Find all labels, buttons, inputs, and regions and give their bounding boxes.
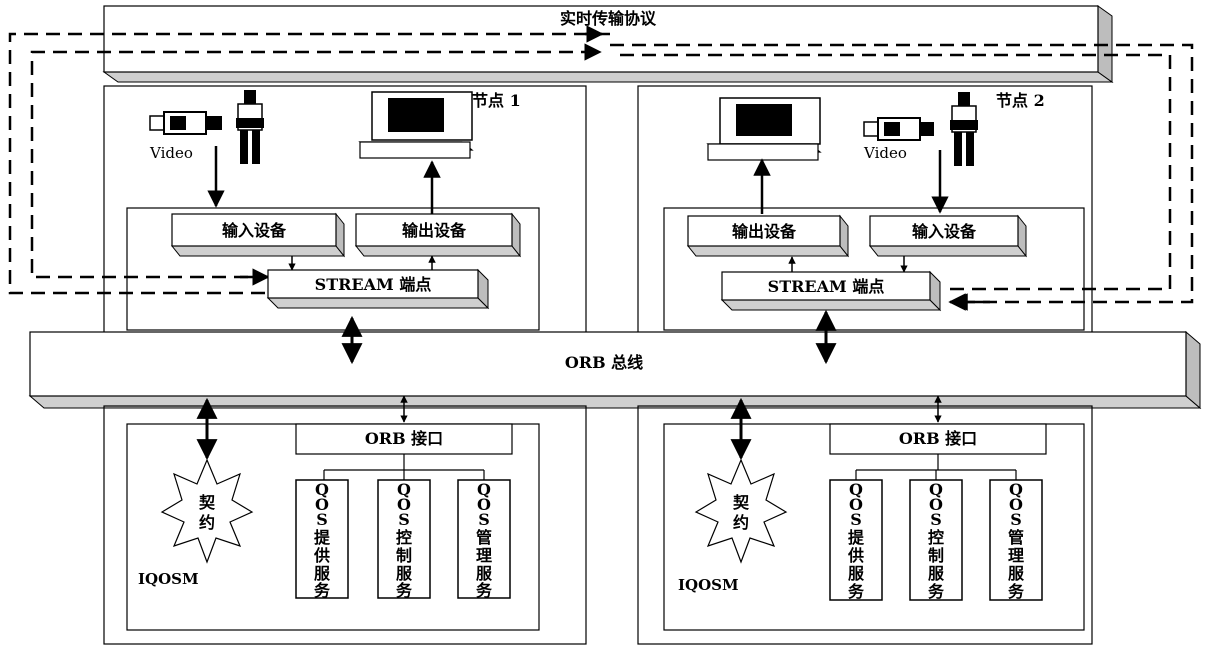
service-char: 管 <box>476 528 492 547</box>
service-char: 服 <box>1008 564 1025 583</box>
contract-star-icon: 契 约 <box>162 460 252 562</box>
node1-input-device-label: 输入设备 <box>222 221 287 240</box>
service-char: 理 <box>1008 546 1024 565</box>
person-icon <box>950 92 978 166</box>
service-char: 务 <box>928 582 945 601</box>
service-char: 务 <box>1008 582 1025 601</box>
node2-input-device-label: 输入设备 <box>912 222 977 241</box>
node2-stream-endpoint: STREAM 端点 <box>722 272 940 310</box>
iqosm1-contract-char-2: 约 <box>199 513 215 532</box>
iqosm2-label: IQOSM <box>678 576 739 594</box>
service-char: 理 <box>476 546 492 565</box>
iqosm2-service-manage: Q O S 管 理 服 务 <box>990 480 1042 601</box>
iqosm2-service-control: Q O S 控 制 服 务 <box>910 480 962 601</box>
orb-bus: ORB 总线 <box>30 332 1200 408</box>
node2-title: 节点 2 <box>996 91 1045 110</box>
node2-input-device: 输入设备 <box>870 216 1026 256</box>
iqosm1-service-control: Q O S 控 制 服 务 <box>378 480 430 600</box>
node2-rtp-out-path <box>610 45 1192 302</box>
service-char: 提 <box>314 528 331 547</box>
service-char: 控 <box>396 528 412 547</box>
video-camera-icon <box>864 118 934 140</box>
service-char: S <box>1010 510 1022 529</box>
video-camera-icon <box>150 112 222 134</box>
service-char: 制 <box>928 546 944 565</box>
node2-panel: 节点 2 Video <box>638 86 1092 338</box>
service-char: 务 <box>848 582 865 601</box>
person-icon <box>236 90 264 164</box>
node1-panel: 节点 1 Video <box>104 86 586 338</box>
service-char: S <box>398 510 410 529</box>
service-char: 提 <box>848 528 865 547</box>
service-char: 服 <box>848 564 865 583</box>
node1-stream-endpoint-label: STREAM 端点 <box>315 275 432 294</box>
iqosm1-service-manage: Q O S 管 理 服 务 <box>458 480 510 600</box>
iqosm2-service-provide: Q O S 提 供 服 务 <box>830 480 882 601</box>
node1-output-device: 输出设备 <box>356 214 520 256</box>
iqosm1-service-provide: Q O S 提 供 服 务 <box>296 480 348 600</box>
service-char: 服 <box>928 564 945 583</box>
iqosm2-contract-char-1: 契 <box>732 493 750 512</box>
service-char: S <box>316 510 328 529</box>
service-char: S <box>850 510 862 529</box>
iqosm2-orb-interface-label: ORB 接口 <box>899 429 977 448</box>
service-char: 务 <box>396 581 413 600</box>
node1-video-label: Video <box>149 144 193 162</box>
contract-star-icon: 契 约 <box>696 460 786 562</box>
service-char: 务 <box>314 581 331 600</box>
iqosm2-panel: ORB 接口 契 约 IQOSM Q O S 提 供 服 务 Q O S 控 <box>638 406 1092 644</box>
node1-output-device-label: 输出设备 <box>402 221 467 240</box>
service-char: 制 <box>396 546 412 565</box>
iqosm2-contract-char-2: 约 <box>733 513 749 532</box>
node1-title: 节点 1 <box>472 91 521 110</box>
node2-stream-endpoint-label: STREAM 端点 <box>768 277 885 296</box>
orb-bus-label: ORB 总线 <box>565 353 643 372</box>
node2-output-device-label: 输出设备 <box>732 222 797 241</box>
protocol-bar-label: 实时传输协议 <box>560 9 657 28</box>
protocol-bar: 实时传输协议 <box>104 6 1112 82</box>
computer-monitor-icon <box>360 92 472 158</box>
service-char: S <box>930 510 942 529</box>
service-char: 供 <box>313 546 330 565</box>
computer-monitor-icon <box>708 98 820 160</box>
service-char: S <box>478 510 490 529</box>
service-char: 供 <box>847 546 864 565</box>
service-char: 务 <box>476 581 493 600</box>
service-char: 管 <box>1008 528 1024 547</box>
node1-input-device: 输入设备 <box>172 214 344 256</box>
node1-stream-endpoint: STREAM 端点 <box>268 270 488 308</box>
iqosm1-orb-interface-label: ORB 接口 <box>365 429 443 448</box>
service-char: 控 <box>928 528 944 547</box>
iqosm1-label: IQOSM <box>138 570 199 588</box>
node2-output-device: 输出设备 <box>688 216 848 256</box>
node2-video-label: Video <box>863 144 907 162</box>
iqosm1-contract-char-1: 契 <box>198 493 216 512</box>
iqosm1-panel: ORB 接口 契 约 IQOSM Q O S 提 供 服 务 Q O <box>104 406 586 644</box>
